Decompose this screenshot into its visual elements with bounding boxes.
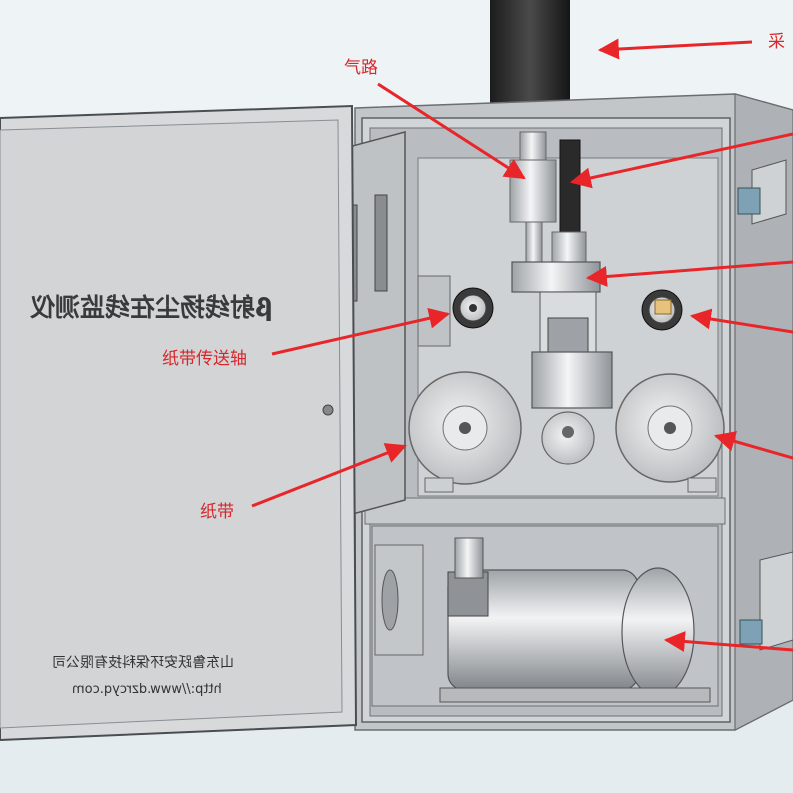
pinch-roller xyxy=(641,289,683,331)
arrow-pipe xyxy=(569,132,793,189)
gas-path-assembly xyxy=(509,131,613,409)
arrow-paper-tape xyxy=(251,443,407,508)
arrow-gas-path xyxy=(377,82,526,180)
label-sampling: 采 xyxy=(768,32,785,52)
lower-side-bracket xyxy=(374,544,424,656)
arrow-transport-shaft xyxy=(271,307,451,356)
door-title: β射线扬尘在线监测仪 xyxy=(30,293,273,322)
annotation-arrows xyxy=(251,38,793,652)
label-gas-path: 气路 xyxy=(344,58,378,78)
sampling-pipe xyxy=(490,0,570,108)
arrow-mount xyxy=(585,260,793,287)
front-door xyxy=(0,104,358,742)
middle-shelf xyxy=(364,497,726,525)
door-company: 山东鲁跃安环保科技有限公司 xyxy=(52,655,234,671)
label-paper-tape: 纸带 xyxy=(200,502,234,522)
tape-reel-right xyxy=(615,373,725,483)
arrow-motor xyxy=(663,631,793,652)
tape-reel-left xyxy=(408,371,522,485)
door-url: http://www.dzrcyq.com xyxy=(72,682,222,697)
reel-bracket-left xyxy=(424,477,454,493)
latch-lower xyxy=(739,551,793,651)
arrow-sampling xyxy=(597,38,753,60)
center-roller xyxy=(541,411,595,465)
transport-shaft-roller xyxy=(417,275,494,347)
label-tape-transport-shaft: 纸带传送轴 xyxy=(162,349,247,369)
motor xyxy=(439,537,711,703)
reel-bracket-right xyxy=(687,477,717,493)
latch-upper xyxy=(737,159,787,225)
arrow-pinch-roller xyxy=(689,308,793,334)
arrow-right-reel xyxy=(713,431,793,460)
